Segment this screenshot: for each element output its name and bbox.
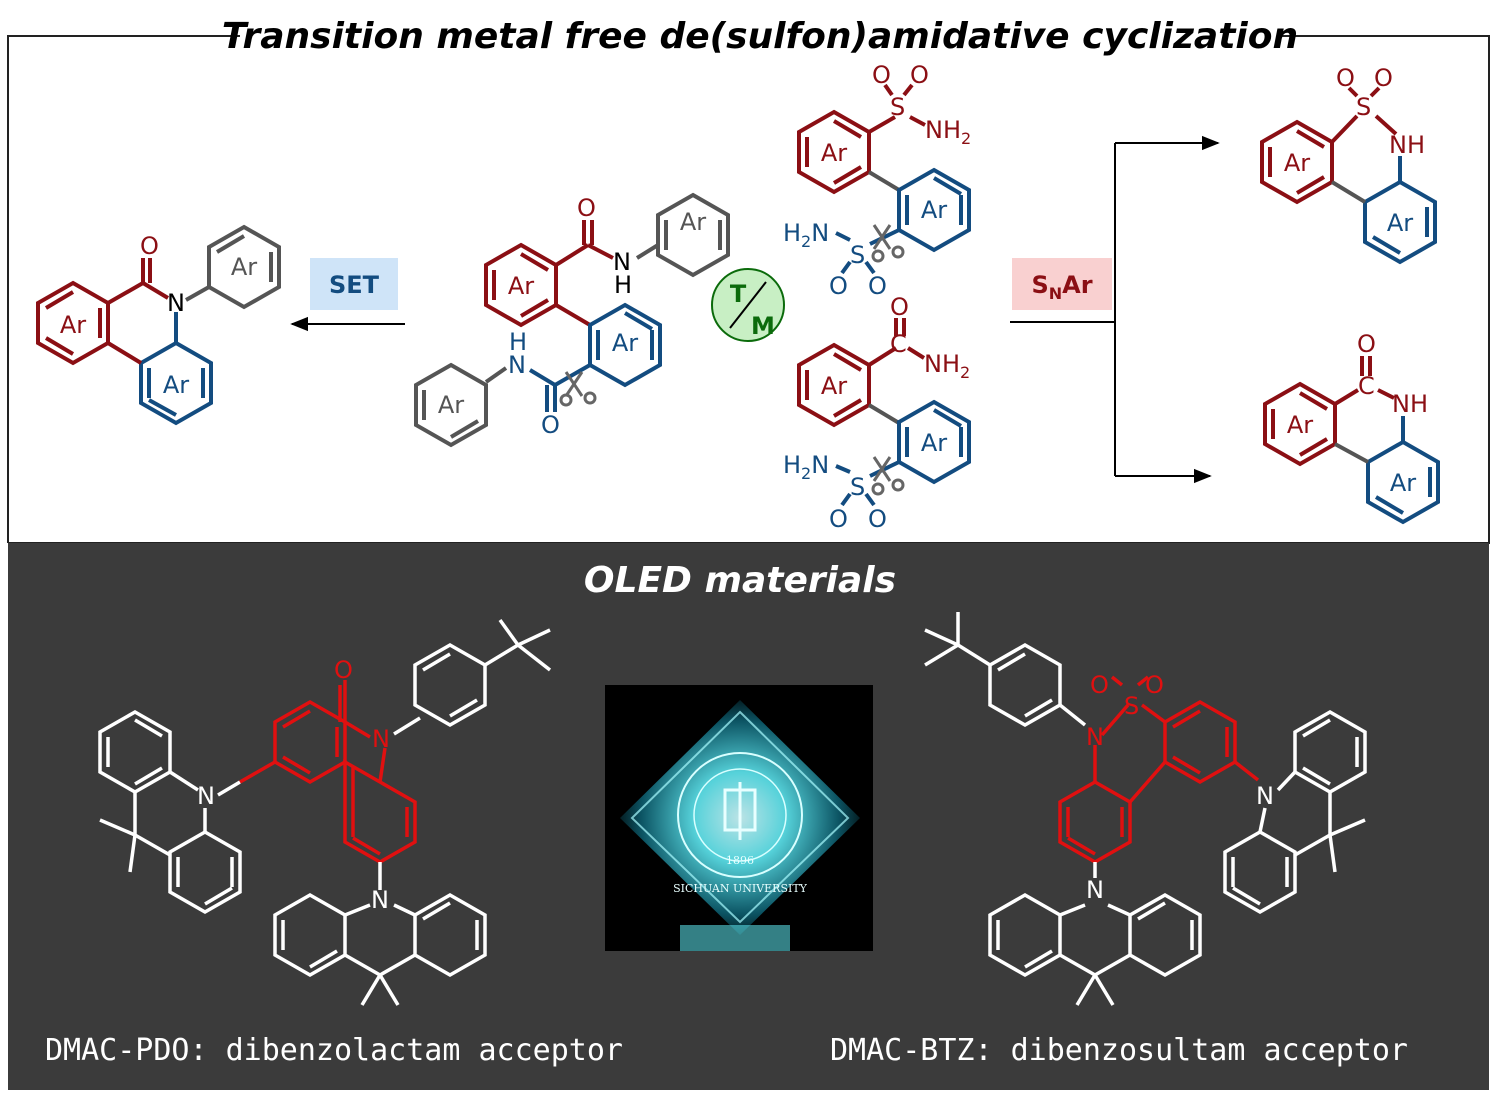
- ring-label: Ar: [821, 372, 847, 400]
- ring-label: Ar: [163, 371, 189, 399]
- scissors-icon: [559, 371, 597, 407]
- dibenzosultam-product: [1260, 86, 1437, 265]
- ring-label: Ar: [1284, 149, 1310, 177]
- atom-label-n: N: [371, 886, 389, 914]
- ring-label: Ar: [821, 139, 847, 167]
- lactam-bonds: [107, 258, 170, 305]
- acridine-donor-bottom-right: [988, 892, 1202, 1006]
- oled-device-photo: 1896 SICHUAN UNIVERSITY: [605, 685, 873, 951]
- set-badge: [310, 258, 398, 310]
- hexagon-ring: [588, 302, 662, 388]
- right-caption: DMAC-BTZ: dibenzosultam acceptor: [830, 1033, 1408, 1068]
- atom-label-o: O: [829, 272, 848, 300]
- ring-label: Ar: [1390, 469, 1416, 497]
- photo-year: 1896: [726, 854, 754, 867]
- atom-label-n: N: [1086, 723, 1104, 751]
- biaryl-bond: [106, 341, 143, 365]
- tert-butylphenyl: [413, 618, 552, 728]
- ring-label: Ar: [1387, 209, 1413, 237]
- set-label: SET: [329, 271, 380, 299]
- ring-label: Ar: [231, 253, 257, 281]
- bissulfonamide-substrate: [797, 83, 971, 275]
- ring-label: Ar: [508, 272, 534, 300]
- hexagon-ring: [656, 192, 730, 278]
- ring-label: Ar: [680, 208, 706, 236]
- atom-label-o: O: [910, 61, 929, 89]
- atom-label-o: O: [1336, 64, 1355, 92]
- atom-label-o: O: [1145, 671, 1164, 699]
- atom-label-o: O: [1090, 671, 1109, 699]
- bottom-panel: OLED materials: [8, 543, 1489, 1090]
- atom-label-c: C: [890, 330, 907, 358]
- atom-label-o: O: [890, 293, 909, 321]
- atom-label-n: N: [613, 248, 631, 276]
- atom-label-o: O: [868, 505, 887, 533]
- atom-label-h2n: H2N: [783, 219, 829, 251]
- atom-label-o: O: [140, 232, 159, 260]
- atom-label-s: S: [1356, 93, 1371, 121]
- atom-label-h2n: H2N: [783, 451, 829, 483]
- badge-m: M: [751, 312, 775, 340]
- atom-label-s: S: [850, 241, 865, 269]
- atom-label-o: O: [577, 194, 596, 222]
- tert-butylphenyl: [924, 612, 1087, 728]
- scissors-icon: [871, 224, 905, 263]
- amide-sulfonamide-substrate: [797, 318, 971, 507]
- atom-label-s: S: [1124, 692, 1139, 720]
- hexagon-ring: [897, 399, 971, 485]
- hexagon-ring: [897, 167, 971, 253]
- atom-label-n: N: [197, 782, 215, 810]
- atom-label-n: N: [1256, 782, 1274, 810]
- bisamide-substrate: [414, 192, 730, 448]
- phenanthridinone-nh-product: [1263, 356, 1440, 525]
- atom-label-nh: NH: [1392, 390, 1428, 418]
- atom-label-o: O: [868, 272, 887, 300]
- top-panel: Transition metal free de(sulfon)amidativ…: [7, 16, 1490, 544]
- acridine-donor-top: [98, 709, 242, 915]
- snar-badge: [1012, 258, 1112, 310]
- acridine-donor-right: [1223, 709, 1367, 915]
- atom-label-s: S: [850, 473, 865, 501]
- atom-label-h: H: [614, 271, 632, 299]
- atom-label-nh: NH: [1389, 131, 1425, 159]
- ring-label: Ar: [438, 391, 464, 419]
- atom-label-n: N: [167, 289, 185, 317]
- scissors-icon: [871, 456, 905, 496]
- atom-label-c: C: [1358, 372, 1375, 400]
- hexagon-ring: [207, 224, 281, 310]
- atom-label-nh2: NH2: [925, 116, 971, 148]
- ring-label: Ar: [921, 196, 947, 224]
- dmac-pdo-molecule: [98, 618, 552, 1006]
- atom-label-o: O: [1357, 330, 1376, 358]
- phenanthridinone-acceptor: [239, 680, 417, 865]
- atom-label-o: O: [334, 656, 353, 684]
- ring-label: Ar: [921, 429, 947, 457]
- dmac-btz-molecule: [924, 612, 1367, 1006]
- photo-ring-text: SICHUAN UNIVERSITY: [673, 882, 808, 895]
- atom-label-nh2: NH2: [924, 350, 970, 382]
- snar-label: SNAr: [1031, 271, 1092, 303]
- atom-label-n: N: [508, 351, 526, 379]
- atom-label-o: O: [1374, 64, 1393, 92]
- atom-label-h: H: [509, 328, 527, 356]
- oled-title: OLED materials: [584, 560, 896, 601]
- atom-label-o: O: [872, 61, 891, 89]
- ring-label: Ar: [60, 311, 86, 339]
- atom-label-o: O: [829, 505, 848, 533]
- atom-label-n: N: [1086, 876, 1104, 904]
- hexagon-ring: [414, 362, 488, 448]
- ring-label: Ar: [612, 329, 638, 357]
- acridine-donor-bottom: [273, 892, 487, 1006]
- atom-label-s: S: [890, 93, 905, 121]
- phenanthridinone-product: [36, 224, 281, 426]
- badge-t: T: [730, 280, 747, 308]
- atom-label-n: N: [372, 725, 390, 753]
- snar-arrows: [1010, 135, 1220, 484]
- top-title: Transition metal free de(sulfon)amidativ…: [222, 16, 1298, 57]
- metal-free-badge: T M: [711, 268, 785, 342]
- atom-label-o: O: [541, 411, 560, 439]
- left-caption: DMAC-PDO: dibenzolactam acceptor: [45, 1033, 623, 1068]
- ring-label: Ar: [1287, 411, 1313, 439]
